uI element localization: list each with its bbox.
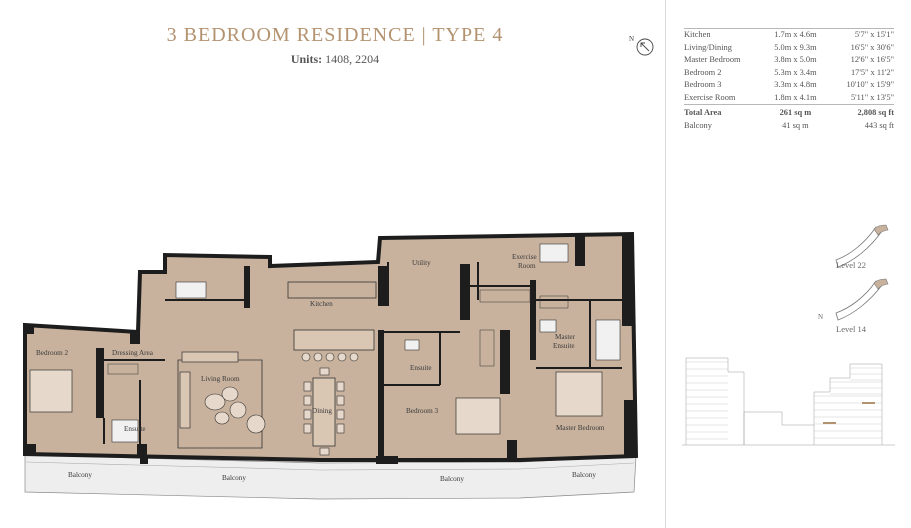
level-key [835, 224, 889, 321]
area-cell-name: Exercise Room [684, 92, 736, 102]
sofa-left [179, 371, 191, 429]
area-cell-name: Master Bedroom [684, 55, 741, 64]
building-elevation-drawing [682, 357, 895, 446]
panel-divider [665, 0, 666, 528]
area-row: Bedroom 3 3.3m x 4.8m 10'10" x 15'9" [684, 79, 894, 92]
area-cell-metric: 1.8m x 4.1m [774, 92, 817, 102]
area-cell-metric: 5.0m x 9.3m [774, 42, 817, 52]
bed-bedroom-2 [29, 369, 73, 413]
kitchen-counter [287, 281, 377, 299]
level-14-unit-highlight [873, 278, 889, 290]
area-row-balcony: Balcony 41 sq m 443 sq ft [684, 120, 894, 133]
units-label: Units: [290, 52, 323, 66]
area-row: Exercise Room 1.8m x 4.1m 5'11" x 13'5" [684, 92, 894, 105]
level-22-unit-highlight [873, 224, 889, 236]
units-value: 1408, 2204 [325, 52, 380, 66]
area-cell-imperial: 2,808 sq ft [825, 104, 894, 120]
level-14-label: Level 14 [836, 324, 866, 334]
label-balcony-3: Balcony [440, 475, 464, 483]
label-dining: Dining [312, 407, 332, 415]
structural-columns [24, 236, 634, 464]
wardrobes [107, 289, 569, 375]
area-cell-imperial: 5'11" x 13'5" [850, 92, 894, 102]
area-cell-name: Bedroom 2 [684, 67, 722, 77]
area-cell-name: Living/Dining [684, 42, 732, 52]
level-14-building-outline [835, 280, 883, 321]
label-exercise-room-2: Room [518, 262, 536, 270]
coffee-table-cluster [204, 386, 247, 425]
armchair [246, 414, 266, 434]
level-22-label: Level 22 [836, 260, 866, 270]
area-cell-name: Total Area [684, 104, 766, 120]
area-cell-metric: 1.7m x 4.6m [765, 28, 826, 42]
area-cell-name: Balcony [684, 120, 712, 130]
area-row: Living/Dining 5.0m x 9.3m 16'5" x 30'6" [684, 42, 894, 55]
elevation-unit-marker-lower [823, 422, 836, 424]
area-cell-imperial: 12'6" x 16'5" [850, 55, 894, 64]
label-bedroom-2: Bedroom 2 [36, 349, 69, 357]
area-row: Bedroom 2 5.3m x 3.4m 17'5" x 11'2" [684, 67, 894, 80]
area-cell-metric: 261 sq m [765, 104, 826, 120]
area-cell-imperial: 443 sq ft [864, 120, 894, 130]
area-cell-imperial: 10'10" x 15'9" [846, 80, 894, 89]
area-cell-imperial: 5'7" x 15'1" [825, 28, 894, 42]
label-living-room: Living Room [201, 375, 240, 383]
label-dressing-area: Dressing Area [112, 349, 154, 357]
label-balcony-2: Balcony [222, 474, 246, 482]
area-cell-metric: 41 sq m [782, 120, 809, 130]
sofa-top [181, 351, 239, 363]
units-line: Units: 1408, 2204 [140, 52, 530, 67]
label-master-ensuite-1: Master [555, 333, 576, 341]
area-cell-name: Bedroom 3 [684, 80, 722, 89]
area-cell-imperial: 17'5" x 11'2" [850, 67, 894, 77]
area-cell-metric: 3.8m x 5.0m [774, 55, 817, 64]
area-cell-metric: 3.3m x 4.8m [774, 80, 817, 89]
compass-icon: N [629, 35, 654, 56]
area-cell-metric: 5.3m x 3.4m [774, 67, 817, 77]
dining-table [312, 377, 336, 447]
area-cell-imperial: 16'5" x 30'6" [850, 42, 894, 52]
kitchen-island [293, 329, 375, 351]
elevation-unit-marker-upper [862, 402, 875, 404]
bar-stools [301, 352, 359, 362]
area-cell-name: Kitchen [684, 28, 766, 42]
label-kitchen: Kitchen [310, 300, 333, 308]
area-row: Master Bedroom 3.8m x 5.0m 12'6" x 16'5" [684, 54, 894, 67]
label-exercise-room-1: Exercise [512, 253, 537, 261]
dining-chairs [303, 367, 345, 456]
label-ensuite-mid: Ensuite [410, 364, 432, 372]
label-bedroom-3: Bedroom 3 [406, 407, 439, 415]
bed-bedroom-3 [455, 397, 501, 435]
label-ensuite-left: Ensuite [124, 425, 146, 433]
level-key-north-label: N [818, 313, 824, 321]
bed-master-bedroom [555, 371, 603, 417]
label-balcony-4: Balcony [572, 471, 596, 479]
label-master-bedroom: Master Bedroom [556, 424, 605, 432]
interior-walls [103, 262, 622, 444]
page-title: 3 BEDROOM RESIDENCE | TYPE 4 [166, 24, 504, 46]
floor-plan: Utility Exercise Room Kitchen Bedroom 2 … [23, 231, 639, 500]
label-utility: Utility [412, 259, 431, 267]
label-balcony-1: Balcony [68, 471, 92, 479]
compass-north-label: N [629, 35, 634, 43]
label-master-ensuite-2: Ensuite [553, 342, 575, 350]
bathroom-fixtures [111, 243, 621, 443]
